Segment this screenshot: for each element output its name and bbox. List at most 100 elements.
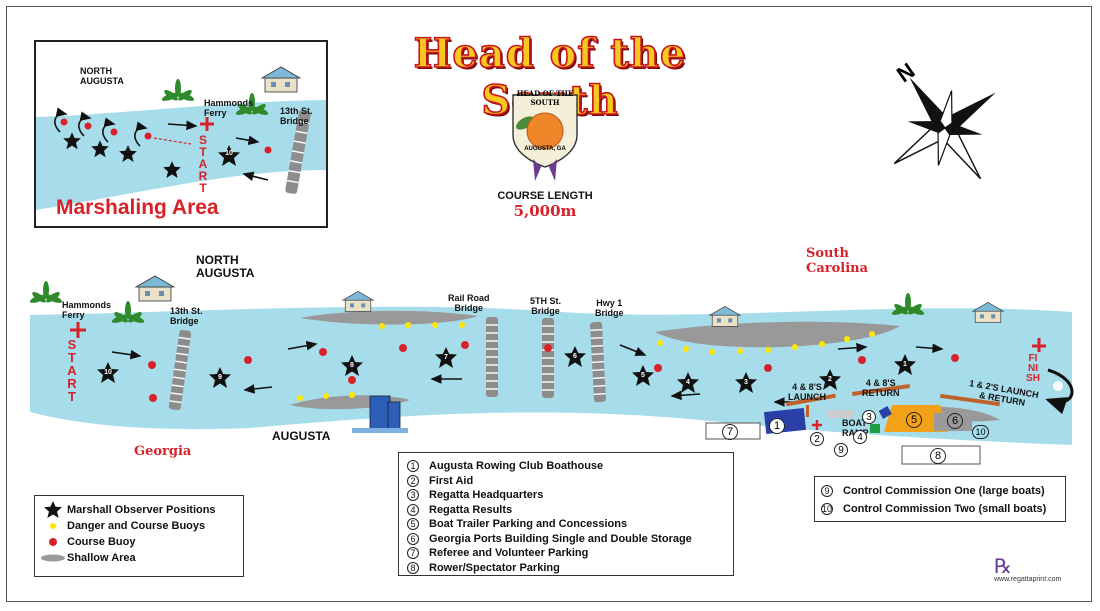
control-number: 9 — [821, 485, 833, 497]
key-label: Rower/Spectator Parking — [429, 561, 560, 574]
marshal-number: 2 — [828, 376, 832, 383]
lot-8-marker: 8 — [930, 448, 946, 464]
marshal-number: 4 — [686, 379, 690, 386]
inset-north-augusta-label: NORTH AUGUSTA — [80, 66, 124, 86]
key-row: 6 Georgia Ports Building Single and Doubl… — [407, 532, 725, 547]
control-number: 10 — [821, 503, 833, 515]
key-label: Referee and Volunteer Parking — [429, 547, 589, 560]
rail-road-bridge-label: Rail Road Bridge — [448, 293, 490, 313]
logo-top-text: HEAD OF THE SOUTH — [516, 89, 574, 107]
docks — [786, 383, 1000, 417]
credit-url: www.regattaprint.com — [994, 576, 1062, 583]
printer-credit: ℞ www.regattaprint.com — [994, 556, 1072, 586]
lot-7-marker: 7 — [722, 424, 738, 440]
inset-map — [36, 66, 326, 210]
marshal-number: 10 — [104, 369, 112, 376]
key-label: Georgia Ports Building Single and Double… — [429, 532, 692, 545]
key-number: 2 — [407, 474, 419, 487]
course-length-value: 5,000m — [513, 202, 577, 220]
marshal-number: 3 — [744, 379, 748, 386]
finish-line — [1032, 338, 1046, 352]
legend-label: Shallow Area — [67, 552, 136, 564]
inset-marshal-number: 10 — [225, 150, 233, 157]
north-augusta-label: NORTH AUGUSTA — [196, 253, 255, 280]
key-number: 3 — [407, 489, 419, 502]
start-label: START — [67, 337, 77, 404]
key-row: 2 First Aid — [407, 474, 725, 489]
inset-bridge-13-label: 13th St. Bridge — [280, 106, 313, 126]
lot-10-marker: 10 — [972, 425, 989, 439]
hammonds-ferry-label: Hammonds Ferry — [62, 300, 112, 320]
palm-tree-icon — [28, 281, 64, 305]
house-icon — [709, 305, 741, 327]
marshal-number: 9 — [218, 374, 222, 381]
key-number: 8 — [407, 561, 419, 574]
control-label: Control Commission One (large boats) — [843, 485, 1045, 497]
start-line — [70, 322, 86, 338]
printer-logo-icon: ℞ — [994, 554, 1012, 578]
marshal-number: 8 — [350, 362, 354, 369]
bridge-13-label: 13th St. Bridge — [170, 306, 203, 326]
marshaling-inset: NORTH AUGUSTA Hammonds Ferry 13th St. Br… — [34, 40, 328, 228]
legend-label: Course Buoy — [67, 536, 136, 548]
launch-48-label: 4 & 8'S LAUNCH — [788, 382, 826, 402]
control-row: 9 Control Commission One (large boats) — [821, 482, 1059, 500]
danger-buoys — [297, 322, 875, 401]
legend-row: Danger and Course Buoys — [39, 518, 239, 534]
red-buoy-icon — [39, 537, 67, 547]
course-buoys — [148, 341, 959, 402]
bridge-5th-label: 5TH St. Bridge — [530, 296, 562, 316]
lot-6-marker: 6 — [947, 413, 963, 429]
key-number: 7 — [407, 547, 419, 560]
first-aid-icon — [812, 420, 822, 430]
hwy-1-bridge-label: Hwy 1 Bridge — [595, 298, 624, 318]
marshal-number: 5 — [641, 372, 645, 379]
shallow-area — [300, 310, 478, 325]
marshal-star-icon — [39, 500, 67, 520]
inset-hammonds-ferry-label: Hammonds Ferry — [204, 98, 254, 118]
house-icon — [135, 275, 175, 302]
lot-2-marker: 2 — [810, 432, 824, 446]
key-label: First Aid — [429, 474, 474, 487]
key-label: Regatta Results — [429, 503, 513, 516]
key-number: 4 — [407, 503, 419, 516]
legend-row: Marshall Observer Positions — [39, 500, 239, 520]
south-carolina-label: South Carolina — [806, 246, 869, 276]
lot-5-marker: 5 — [906, 412, 922, 428]
legend-label: Marshall Observer Positions — [67, 504, 216, 516]
logo-bottom-text: AUGUSTA, GA — [524, 146, 566, 152]
house-icon — [342, 290, 374, 312]
finish-label: FINISH — [1026, 353, 1040, 384]
yellow-buoy-icon — [39, 521, 67, 531]
key-row: 7 Referee and Volunteer Parking — [407, 546, 725, 561]
key-number: 1 — [407, 460, 419, 473]
map-frame — [6, 6, 1092, 602]
turn-arrow — [1045, 368, 1074, 415]
course-length-label: COURSE LENGTH — [497, 190, 593, 202]
augusta-label: AUGUSTA — [272, 429, 331, 443]
lot-4-marker: 4 — [853, 430, 867, 444]
inset-title: Marshaling Area — [56, 196, 219, 219]
marshal-number: 1 — [903, 361, 907, 368]
georgia-label: Georgia — [134, 444, 192, 459]
lot-9-marker: 9 — [834, 443, 848, 457]
key-label: Boat Trailer Parking and Concessions — [429, 518, 628, 531]
key-label: Regatta Headquarters — [429, 489, 544, 502]
key-row: 8 Rower/Spectator Parking — [407, 561, 725, 576]
lot-3-marker: 3 — [862, 410, 876, 424]
key-row: 4 Regatta Results — [407, 503, 725, 518]
legend-row: Shallow Area — [39, 550, 239, 566]
rail-road-bridge — [485, 316, 499, 398]
key-number: 6 — [407, 532, 419, 545]
bridge-5th-st — [541, 317, 555, 399]
legend-label: Danger and Course Buoys — [67, 520, 206, 532]
return-48-label: 4 & 8'S RETURN — [862, 378, 900, 398]
shallow-area — [655, 321, 900, 348]
legend-row: Course Buoy — [39, 534, 239, 550]
marshal-number: 7 — [444, 354, 448, 361]
regatta-logo — [512, 94, 578, 181]
